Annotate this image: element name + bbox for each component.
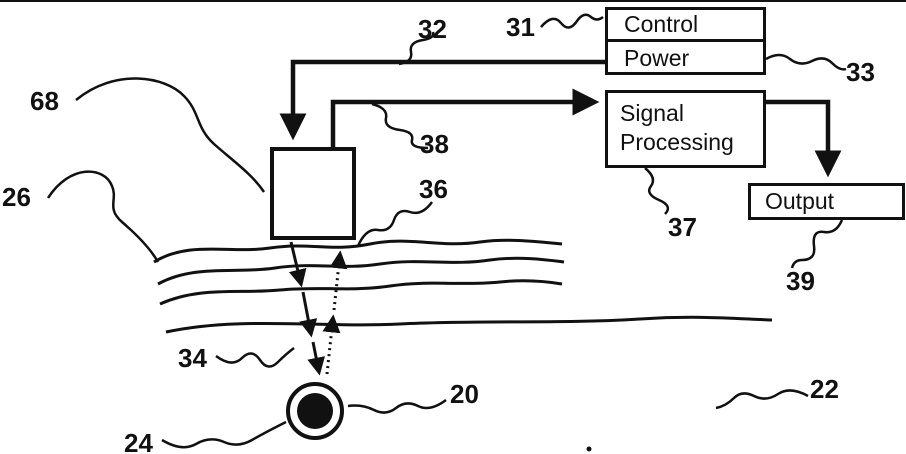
ref-label-33: 33 [846, 57, 875, 87]
leader-20 [347, 398, 447, 414]
leader-36 [356, 201, 434, 247]
leader-22 [715, 389, 809, 410]
leader-26 [46, 170, 160, 263]
ref-label-22: 22 [810, 374, 839, 404]
echo-up-arrow-1 [322, 314, 341, 375]
leader-38 [371, 102, 429, 150]
leader-39 [790, 219, 844, 269]
output-label: Output [765, 188, 835, 215]
leader-34 [215, 347, 295, 368]
echo-up-arrow-2 [329, 250, 348, 311]
ref-label-39: 39 [786, 266, 815, 296]
ref-label-37: 37 [668, 212, 697, 242]
power-box: Power [608, 42, 763, 75]
ref-label-31: 31 [506, 12, 535, 42]
leader-24 [161, 420, 287, 449]
ref-label-24: 24 [124, 428, 153, 454]
leader-68 [75, 77, 266, 193]
signal-to-output-line [766, 99, 842, 178]
beam-down-arrow-1 [288, 241, 307, 288]
ref-label-68: 68 [30, 86, 59, 116]
control-power-box: Control Power [605, 7, 766, 75]
ref-label-20: 20 [450, 379, 479, 409]
beam-down-arrow-2 [299, 291, 318, 338]
stray-dot [586, 446, 592, 452]
ref-label-32: 32 [418, 14, 447, 44]
signal-processing-label-line1: Signal [620, 100, 684, 126]
tissue-layer-2 [157, 256, 565, 286]
power-label: Power [624, 45, 690, 72]
tissue-layer-1 [153, 238, 563, 264]
ref-label-38: 38 [420, 129, 449, 159]
leader-33 [765, 53, 847, 71]
ref-label-26: 26 [2, 182, 31, 212]
signal-processing-label-line2: Processing [620, 128, 734, 155]
transducer-box [270, 147, 356, 240]
leader-32 [398, 31, 435, 66]
target-core [297, 393, 333, 429]
control-label: Control [624, 11, 699, 38]
ref-label-36: 36 [419, 174, 448, 204]
tissue-layer-3 [159, 279, 563, 306]
transducer-to-signal-line [330, 88, 600, 148]
leader-31 [540, 13, 604, 29]
beam-down-arrow-3 [307, 341, 326, 376]
leader-37 [644, 167, 670, 215]
control-box: Control [608, 10, 763, 42]
power-to-transducer-line [279, 59, 605, 141]
signal-processing-box: Signal Processing [605, 90, 766, 168]
ref-label-34: 34 [178, 343, 207, 373]
output-box: Output [748, 183, 905, 220]
tissue-layer-4 [165, 315, 773, 334]
